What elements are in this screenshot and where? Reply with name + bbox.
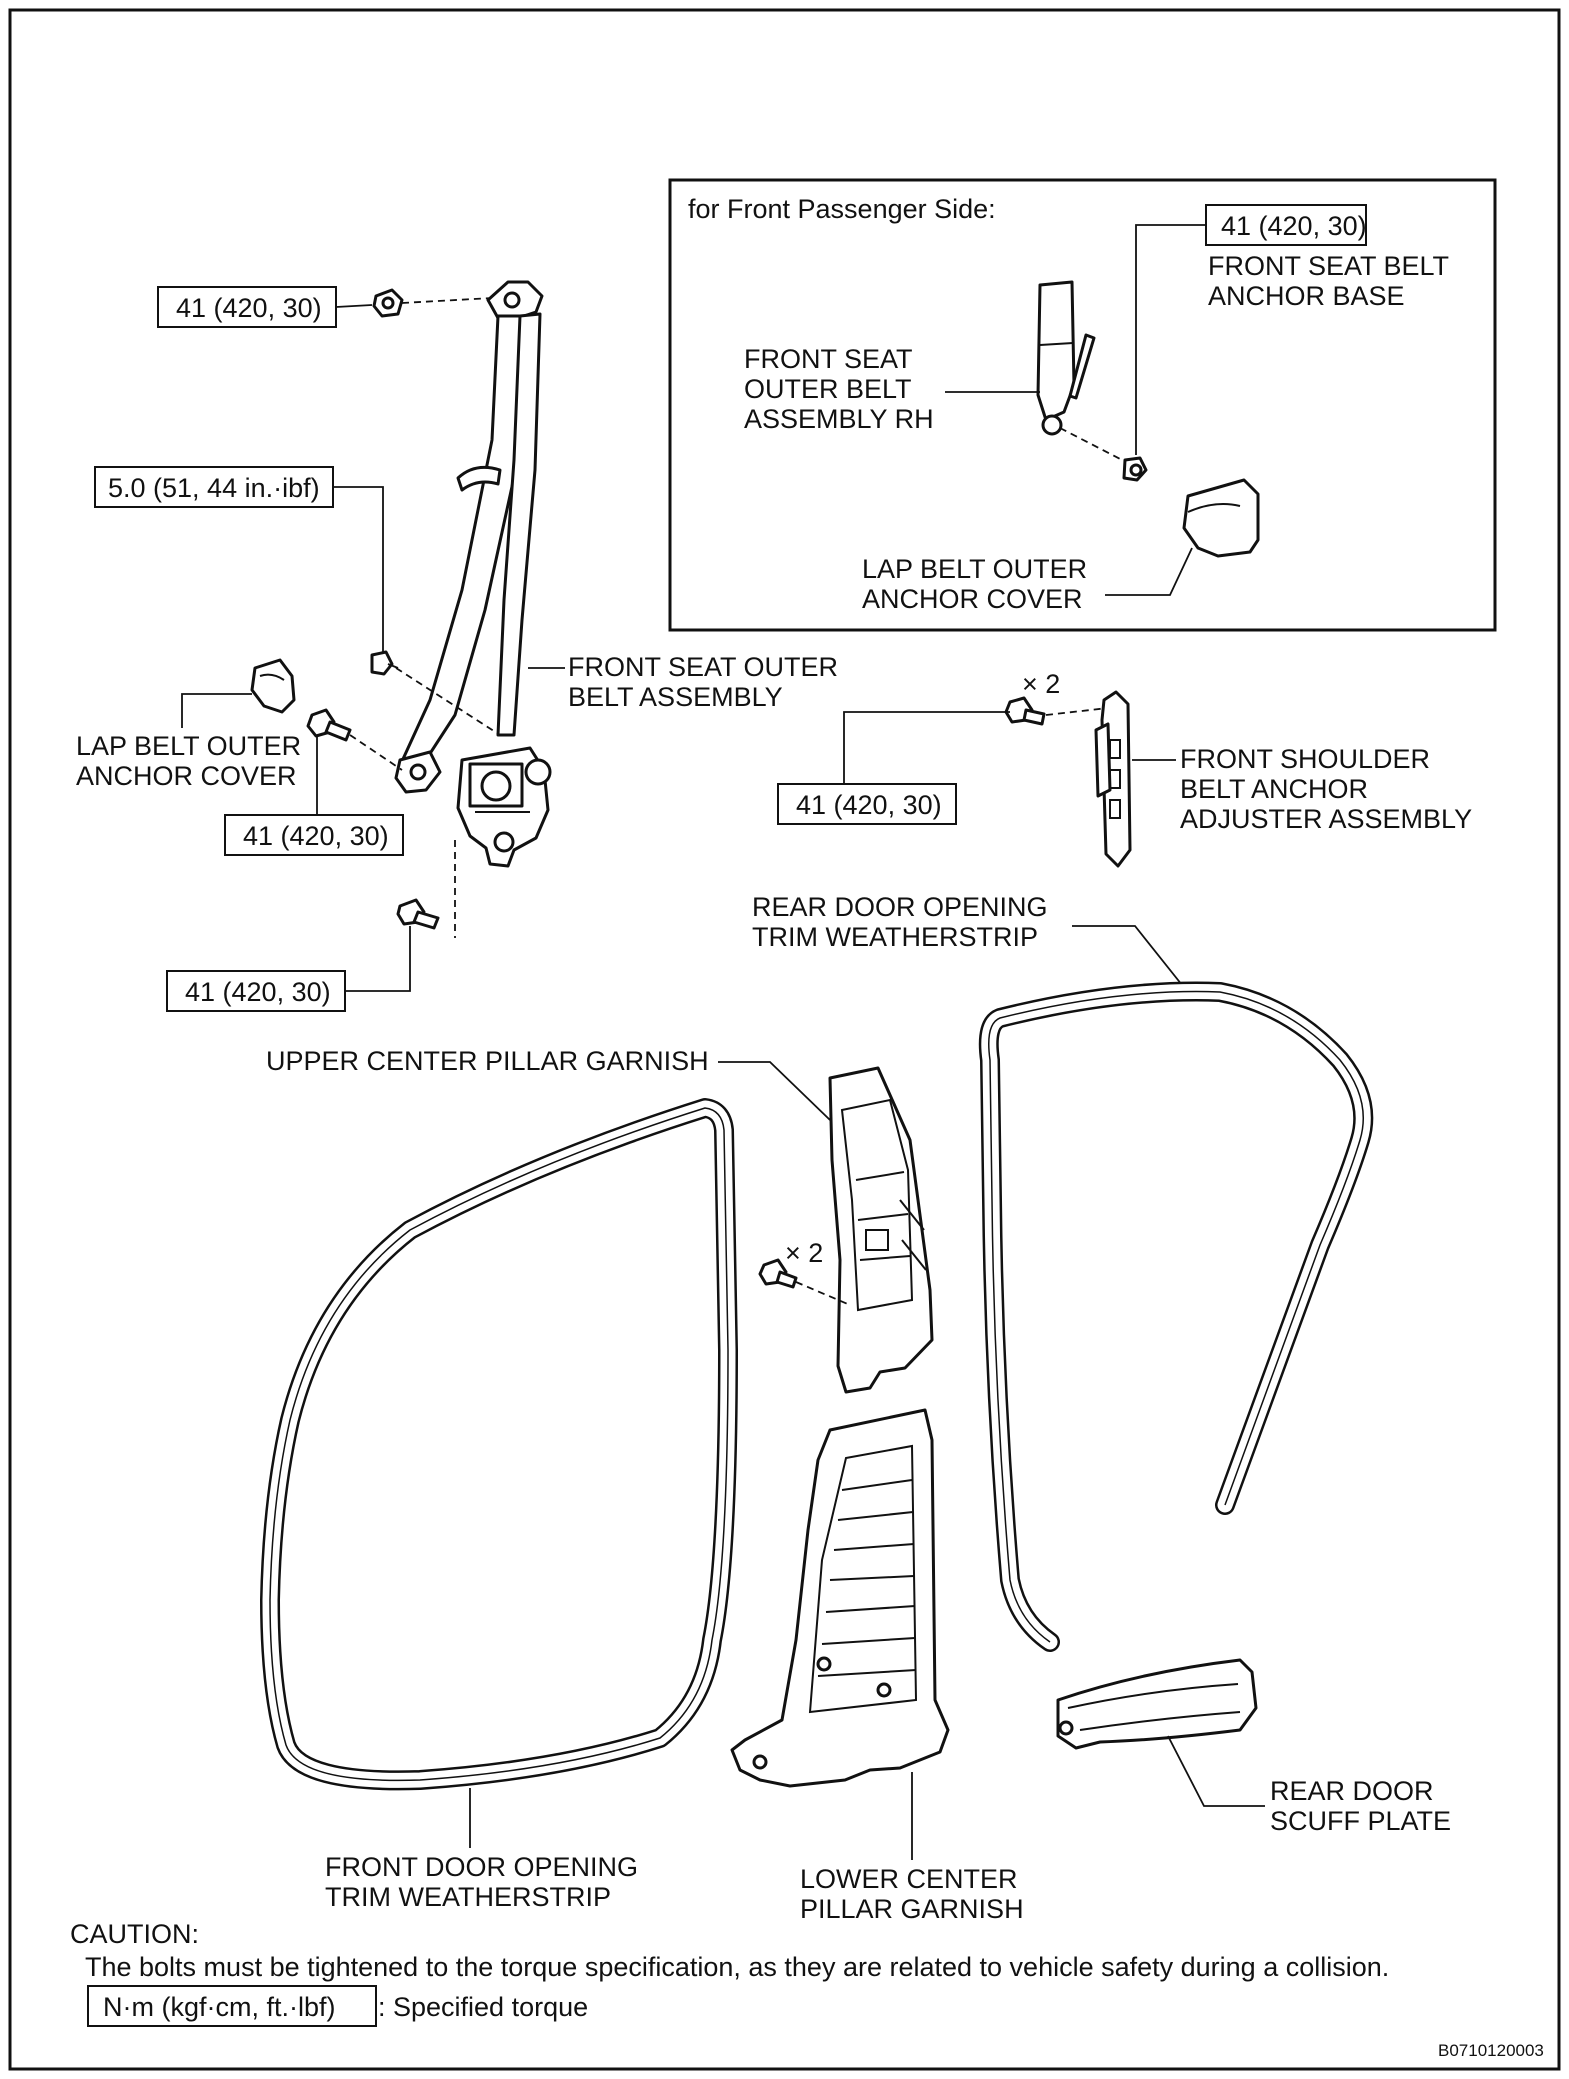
inset-belt-rh-label-2: OUTER BELT xyxy=(744,374,912,404)
rear-weatherstrip-group: REAR DOOR OPENING TRIM WEATHERSTRIP xyxy=(752,892,1374,1652)
inset-cover-label-1: LAP BELT OUTER xyxy=(862,554,1087,584)
lap-anchor-torque-value: 41 (420, 30) xyxy=(243,821,389,851)
belt-webbing-lower xyxy=(496,312,542,737)
rear-weatherstrip-label-1: REAR DOOR OPENING xyxy=(752,892,1048,922)
inset-title: for Front Passenger Side: xyxy=(688,194,996,224)
front-weatherstrip xyxy=(260,1098,738,1791)
scuff-plate-label-2: SCUFF PLATE xyxy=(1270,1806,1451,1836)
inset-belt-rh-label-1: FRONT SEAT xyxy=(744,344,913,374)
adjuster-label-3: ADJUSTER ASSEMBLY xyxy=(1180,804,1472,834)
front-seat-outer-belt-group: 41 (420, 30) 5.0 (51, 44 in.·ibf) xyxy=(76,280,838,1012)
adjuster-torque-box xyxy=(777,783,957,825)
inset-belt-wire xyxy=(1068,333,1096,400)
upper-garnish-label: UPPER CENTER PILLAR GARNISH xyxy=(266,1046,709,1076)
guide-torque-box xyxy=(94,466,334,508)
inset-torque-box xyxy=(1205,204,1367,246)
lower-garnish-label-2: PILLAR GARNISH xyxy=(800,1894,1024,1924)
retractor-torque-box xyxy=(166,970,346,1012)
inset-anchor-eye xyxy=(1041,414,1063,436)
legend-torque-units: N·m (kgf·cm, ft.·lbf) xyxy=(103,1992,335,2022)
lap-cover-label-1: LAP BELT OUTER xyxy=(76,731,301,761)
inset-passenger-side: for Front Passenger Side: 41 (420, 30) F… xyxy=(668,178,1497,632)
adjuster-qty: × 2 xyxy=(1022,669,1060,699)
inset-torque-value: 41 (420, 30) xyxy=(1221,211,1367,241)
adjuster-label-2: BELT ANCHOR xyxy=(1180,774,1368,804)
rear-weatherstrip xyxy=(978,981,1374,1652)
lower-garnish-label-1: LOWER CENTER xyxy=(800,1864,1018,1894)
adjuster-torque-value: 41 (420, 30) xyxy=(796,790,942,820)
guide-bolt xyxy=(370,650,394,676)
upper-garnish-group: UPPER CENTER PILLAR GARNISH × 2 xyxy=(266,1046,934,1394)
top-torque-box xyxy=(157,286,337,328)
figure-id: B0710120003 xyxy=(1438,2041,1544,2060)
scuff-plate-label-1: REAR DOOR xyxy=(1270,1776,1434,1806)
front-weatherstrip-label-2: TRIM WEATHERSTRIP xyxy=(325,1882,611,1912)
front-weatherstrip-label-1: FRONT DOOR OPENING xyxy=(325,1852,638,1882)
inset-belt-rh-label-3: ASSEMBLY RH xyxy=(744,404,934,434)
garnish-qty: × 2 xyxy=(785,1238,823,1268)
top-torque-value: 41 (420, 30) xyxy=(176,293,322,323)
page-frame xyxy=(8,8,1561,2071)
adjuster-label-1: FRONT SHOULDER xyxy=(1180,744,1430,774)
inset-anchor-base-label-2: ANCHOR BASE xyxy=(1208,281,1405,311)
retractor-torque-value: 41 (420, 30) xyxy=(185,977,331,1007)
caution-text: The bolts must be tightened to the torqu… xyxy=(85,1952,1389,1982)
lower-garnish-group: LOWER CENTER PILLAR GARNISH xyxy=(730,1408,1024,1924)
inset-anchor-cover xyxy=(1182,478,1260,558)
caution-heading: CAUTION: xyxy=(70,1919,199,1949)
adjuster-group: × 2 41 (420, 30) FRONT SHOULDER BELT ANC… xyxy=(777,669,1472,868)
lap-cover-label-2: ANCHOR COVER xyxy=(76,761,297,791)
outer-belt-label-2: BELT ASSEMBLY xyxy=(568,682,783,712)
adjuster-slider xyxy=(1094,722,1112,798)
inset-anchor-base-label-1: FRONT SEAT BELT xyxy=(1208,251,1449,281)
rear-weatherstrip-label-2: TRIM WEATHERSTRIP xyxy=(752,922,1038,952)
scuff-plate-group: REAR DOOR SCUFF PLATE xyxy=(1056,1658,1451,1836)
legend-meaning: : Specified torque xyxy=(378,1992,588,2022)
guide-torque-value: 5.0 (51, 44 in.·ibf) xyxy=(108,473,320,503)
inset-cover-label-2: ANCHOR COVER xyxy=(862,584,1083,614)
lower-pillar-garnish xyxy=(730,1408,950,1788)
lap-anchor-torque-box xyxy=(224,814,404,856)
legend-torque-box xyxy=(87,1985,377,2027)
belt-guide-loop xyxy=(456,465,502,492)
front-weatherstrip-group: FRONT DOOR OPENING TRIM WEATHERSTRIP xyxy=(260,1098,738,1912)
outer-belt-label-1: FRONT SEAT OUTER xyxy=(568,652,838,682)
lap-anchor-cover xyxy=(250,658,296,714)
inset-belt-strap xyxy=(1036,280,1076,422)
